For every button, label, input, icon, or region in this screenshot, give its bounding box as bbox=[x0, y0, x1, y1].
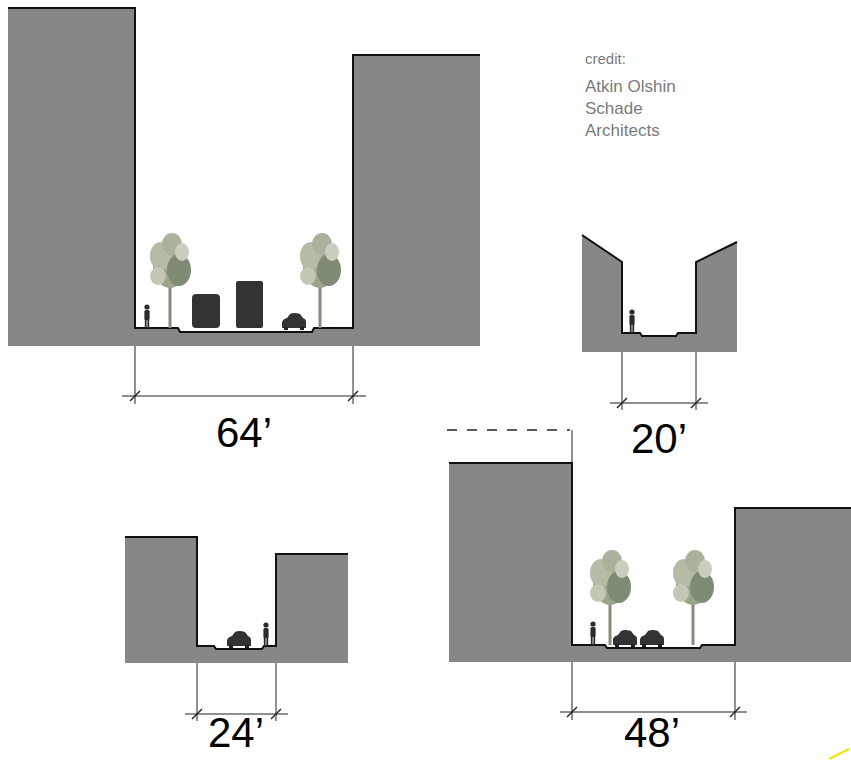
section-64 bbox=[8, 8, 480, 404]
dimension-label: 20’ bbox=[631, 414, 687, 464]
credit-label: credit: bbox=[585, 50, 626, 68]
dimension-label: 64’ bbox=[216, 408, 272, 458]
section-20 bbox=[582, 235, 737, 410]
dimension-label: 48’ bbox=[624, 708, 680, 758]
section-24 bbox=[125, 537, 348, 721]
section-48 bbox=[447, 430, 851, 720]
highlight-stroke bbox=[829, 749, 849, 759]
credit-name: Atkin Olshin Schade Architects bbox=[585, 76, 697, 142]
dimension-label: 24’ bbox=[208, 708, 264, 758]
